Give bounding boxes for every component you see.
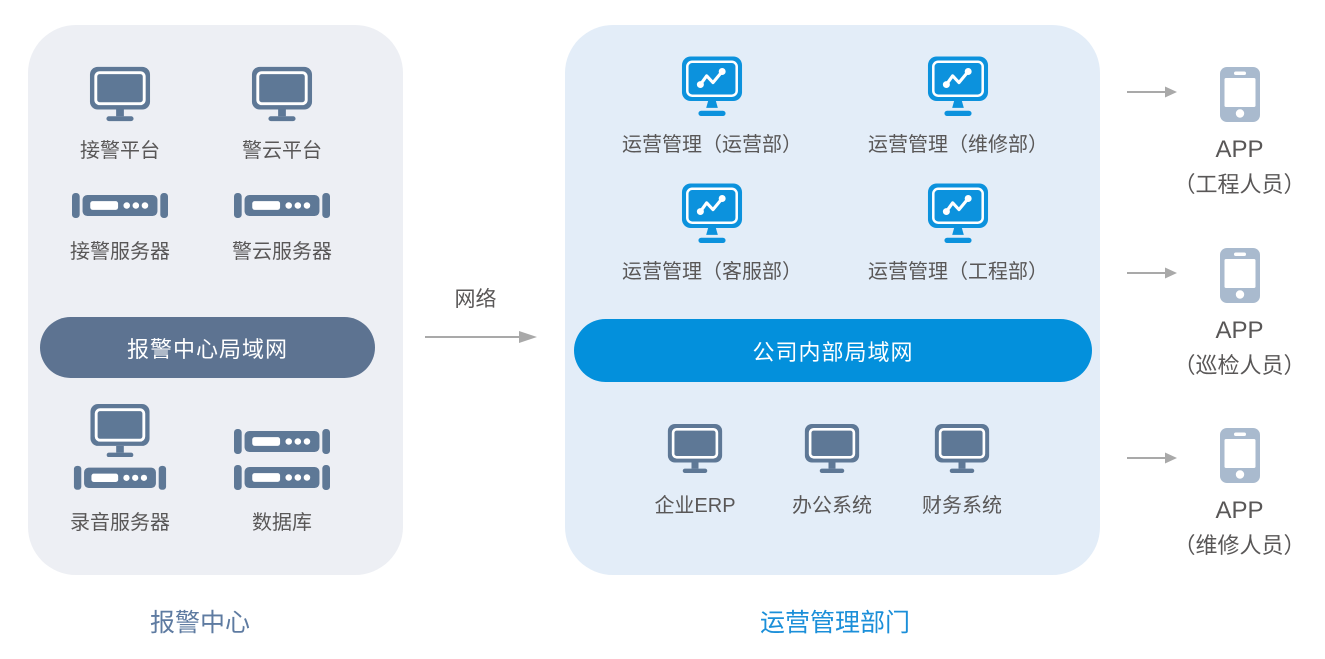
- app-name: APP: [1215, 317, 1264, 344]
- arrow-right-icon: [425, 331, 537, 343]
- smartphone-icon: [1219, 428, 1260, 483]
- system-label: 办公系统: [792, 495, 872, 517]
- app-name: APP: [1215, 497, 1264, 524]
- chart-monitor-icon: [681, 56, 743, 117]
- operations-dept-panel: 运营管理（运营部） 运营管理（维修部） 运营管理（客服部） 运营管理（工程部） …: [565, 25, 1100, 575]
- server-icon: [73, 466, 167, 491]
- system-office: 办公系统: [762, 424, 902, 518]
- device-label: 警云平台: [242, 140, 322, 162]
- workstation-label: 运营管理（工程部）: [868, 261, 1048, 283]
- workstation-customer-service-dept: 运营管理（客服部）: [587, 183, 837, 284]
- app-role: （工程人员）: [1173, 172, 1306, 197]
- workstation-label: 运营管理（运营部）: [622, 134, 802, 156]
- workstation-maintenance-dept: 运营管理（维修部）: [833, 56, 1083, 157]
- chart-monitor-icon: [927, 183, 989, 244]
- chart-monitor-icon: [927, 56, 989, 117]
- system-erp: 企业ERP: [625, 424, 765, 518]
- company-lan-pill: 公司内部局域网: [574, 319, 1092, 382]
- workstation-operations-dept: 运营管理（运营部）: [587, 56, 837, 157]
- server-icon: [234, 465, 330, 490]
- alarm-center-caption: 报警中心: [149, 609, 250, 637]
- server-icon: [234, 193, 330, 218]
- monitor-icon: [934, 424, 990, 473]
- chart-monitor-icon: [681, 183, 743, 244]
- network-link-label: 网络: [454, 288, 497, 311]
- workstation-label: 运营管理（客服部）: [622, 261, 802, 283]
- operations-dept-caption: 运营管理部门: [759, 609, 910, 637]
- app-role: （巡检人员）: [1173, 353, 1306, 378]
- device-police-cloud-server: 警云服务器: [197, 191, 367, 264]
- app-name: APP: [1215, 136, 1264, 163]
- app-engineering-staff: APP （工程人员）: [1162, 67, 1317, 199]
- device-alarm-receiving-server: 接警服务器: [35, 191, 205, 264]
- monitor-icon: [89, 66, 151, 122]
- device-police-cloud-platform: 警云平台: [197, 66, 367, 163]
- device-alarm-receiving-platform: 接警平台: [35, 66, 205, 163]
- workstation-engineering-dept: 运营管理（工程部）: [833, 183, 1083, 284]
- monitor-icon: [667, 424, 723, 473]
- smartphone-icon: [1219, 67, 1260, 122]
- app-inspection-staff: APP （巡检人员）: [1162, 248, 1317, 380]
- system-label: 财务系统: [922, 495, 1002, 517]
- server-icon: [72, 193, 168, 218]
- server-icon: [234, 429, 330, 454]
- alarm-center-panel: 接警平台 警云平台 接警服务器 警云服务器 录音服务器 数据库: [28, 25, 403, 575]
- device-label: 数据库: [252, 512, 312, 534]
- monitor-icon: [804, 424, 860, 473]
- monitor-icon: [89, 404, 151, 458]
- app-role: （维修人员）: [1173, 533, 1306, 558]
- workstation-label: 运营管理（维修部）: [868, 134, 1048, 156]
- system-finance: 财务系统: [892, 424, 1032, 518]
- device-label: 接警平台: [80, 140, 160, 162]
- device-label: 录音服务器: [70, 512, 170, 534]
- smartphone-icon: [1219, 248, 1260, 303]
- app-maintenance-staff: APP （维修人员）: [1162, 428, 1317, 560]
- device-label: 接警服务器: [70, 241, 170, 263]
- device-label: 警云服务器: [232, 241, 332, 263]
- device-database: 数据库: [197, 404, 367, 535]
- system-label: 企业ERP: [654, 495, 736, 517]
- monitor-icon: [251, 66, 313, 122]
- device-recording-server: 录音服务器: [35, 404, 205, 535]
- alarm-center-lan-pill: 报警中心局域网: [40, 317, 375, 378]
